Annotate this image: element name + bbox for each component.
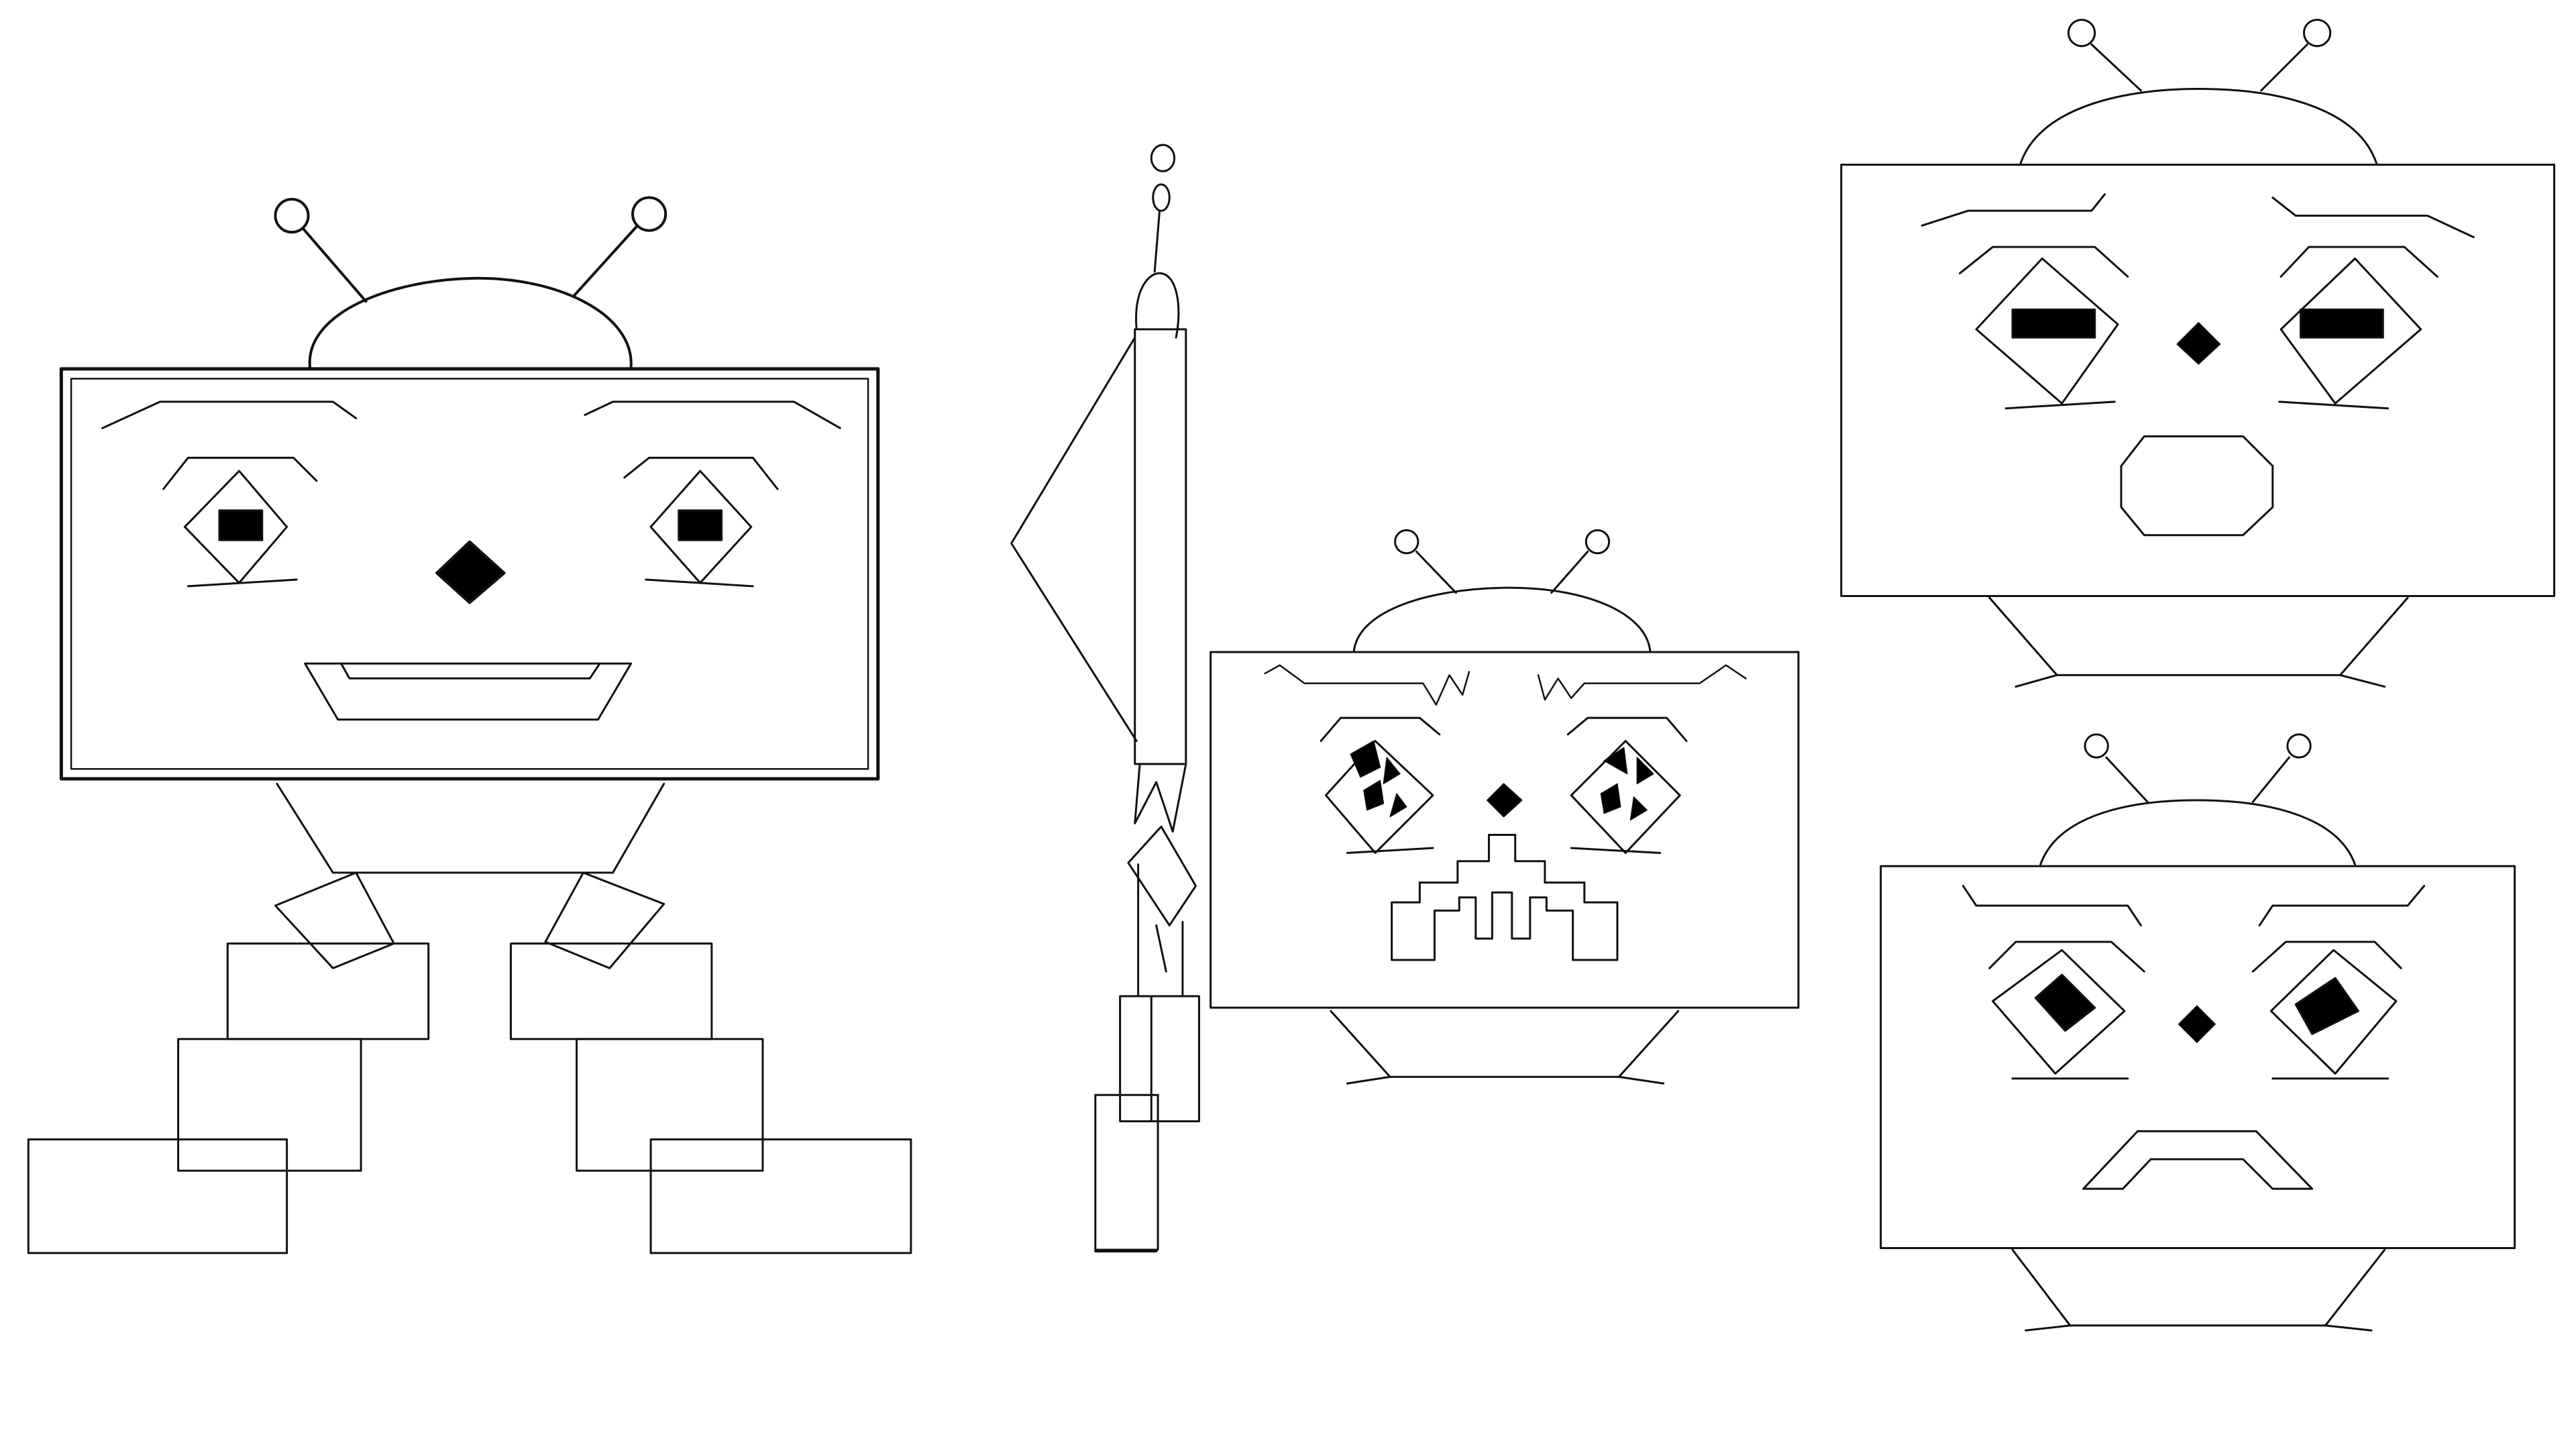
face-screen (1841, 164, 2555, 596)
mop-head-upper (1120, 996, 1199, 1122)
eye-right (625, 458, 777, 586)
face-screen-inner (71, 379, 868, 769)
antenna-ball-right (633, 198, 665, 231)
stacked-blocks-right (511, 943, 910, 1252)
arm-left (275, 873, 394, 968)
face-screen (1211, 652, 1799, 1008)
eyebrows (103, 402, 841, 428)
eye-right (1568, 718, 1686, 853)
robot-happy-full-body (28, 198, 911, 1253)
pupil-right (2301, 309, 2383, 337)
mouth-jagged (1392, 835, 1617, 960)
eyebrow-left (103, 402, 356, 428)
head-dome (310, 278, 631, 368)
pupil-right (2296, 978, 2358, 1034)
arm-right (545, 873, 664, 968)
nose (2177, 323, 2220, 364)
antennas (275, 198, 665, 302)
torso (277, 784, 664, 873)
mop-diamond (1128, 826, 1196, 925)
robot-sad-face (1881, 735, 2515, 1331)
eyebrows (1265, 665, 1746, 705)
eye-right (2279, 247, 2438, 409)
antenna-ball-left (275, 199, 308, 232)
antennas (1395, 530, 1609, 592)
eye-left (164, 458, 317, 586)
mouth-smile (305, 663, 631, 719)
torso (1331, 1011, 1678, 1083)
mop-head-lower (1095, 1095, 1158, 1250)
antenna-stalk-left (303, 229, 366, 301)
stacked-blocks-left (28, 943, 428, 1252)
face-screen (1881, 866, 2515, 1248)
nose (2179, 1006, 2215, 1042)
mouth-frown (2084, 1131, 2312, 1189)
torso (1990, 598, 2408, 687)
face-screen-outer (61, 369, 877, 779)
hanging-loop (1151, 145, 1174, 171)
robot-angry-face (1211, 530, 1799, 1083)
eye-left (1321, 718, 1440, 853)
nose (1487, 784, 1522, 816)
pupil-right (679, 511, 722, 540)
mop-strap (1012, 337, 1137, 741)
eye-left (1960, 247, 2127, 409)
eyebrow-right (585, 402, 840, 428)
robot-surprised-face (1841, 19, 2555, 686)
mop-tool (1012, 145, 1199, 1251)
nose (437, 542, 504, 603)
mop-handle (1135, 329, 1186, 764)
head-dome (2041, 800, 2355, 865)
eye-left (1990, 942, 2145, 1079)
eyebrows (1963, 886, 2424, 926)
antenna-stalk-right (574, 227, 636, 297)
eyebrows (1922, 195, 2473, 237)
eye-right (2253, 942, 2401, 1079)
antennas (2085, 735, 2310, 802)
head-dome (1354, 588, 1650, 652)
antennas (2068, 19, 2330, 91)
pupil-left (2035, 975, 2094, 1030)
pupil-left (219, 511, 262, 540)
pupil-left (2012, 309, 2095, 337)
head-dome (2021, 89, 2376, 163)
torso (2012, 1250, 2385, 1330)
mouth-open (2121, 436, 2273, 535)
